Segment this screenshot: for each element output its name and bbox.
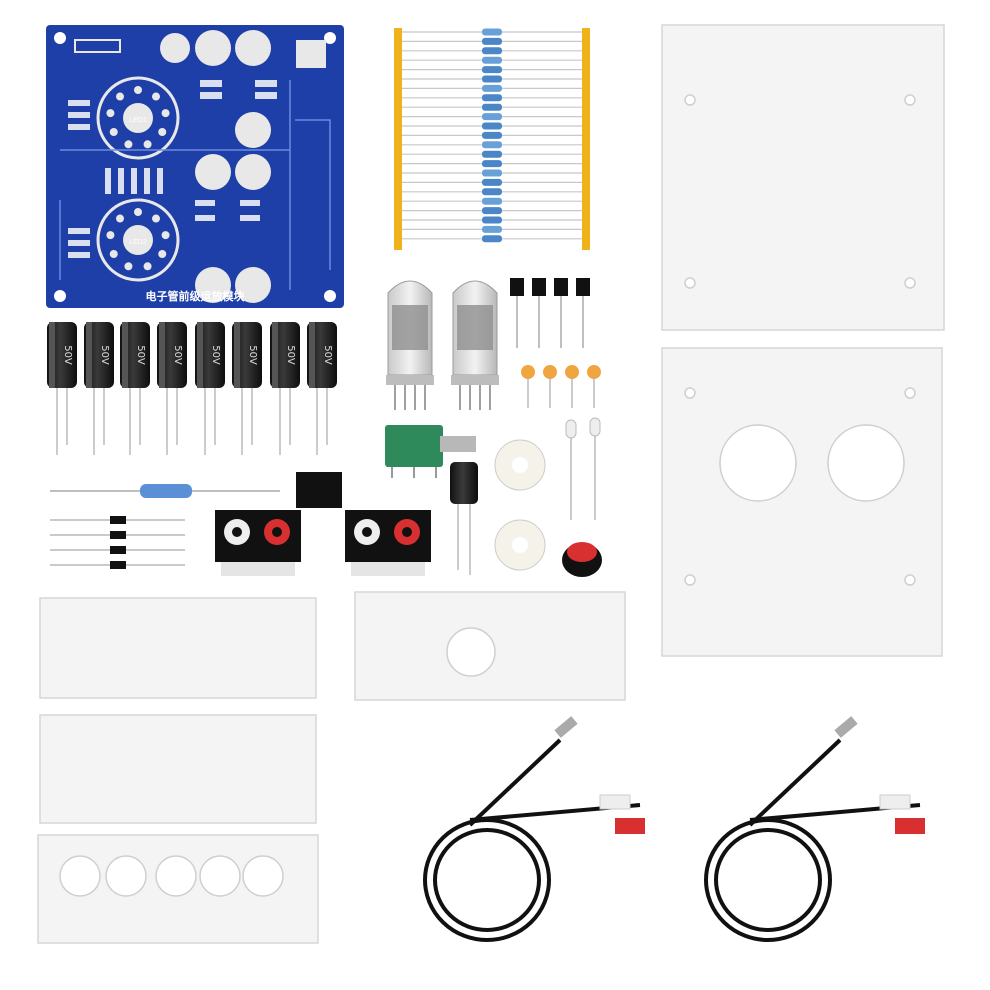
pcb-board: LED1 LED2 电子管前级运放模块 5870114_Y (46, 25, 344, 314)
electrolytic-capacitor: 50V (47, 322, 77, 455)
resistor (482, 188, 502, 196)
resistor (482, 225, 502, 233)
pin-pad (109, 128, 118, 136)
resistor (482, 197, 502, 205)
resistor (482, 113, 502, 121)
resistor (482, 235, 502, 243)
capacitor-marking: 50V (135, 345, 146, 365)
pin-pad (158, 128, 167, 136)
pin-pad (106, 231, 115, 240)
capacitor-marking: 50V (322, 345, 333, 365)
pcb-traces (59, 80, 331, 290)
electrolytic-capacitor: 50V (120, 322, 150, 455)
pcb-code: 5870114_Y110-201211 (121, 308, 178, 314)
capacitor-marking: 50V (210, 345, 221, 365)
pin-pad (124, 262, 133, 271)
resistor (482, 207, 502, 215)
pin-pad (161, 231, 170, 240)
capacitor-marking: 50V (62, 345, 73, 365)
resistor (482, 141, 502, 149)
acrylic-side-plate-3 (39, 714, 317, 824)
pin-pad (116, 92, 125, 101)
leds-orange (521, 365, 601, 408)
mount-hole (54, 32, 66, 44)
resistor (482, 103, 502, 111)
pin-pad (143, 140, 152, 149)
panel-cutouts (59, 94, 916, 897)
resistor-tape-strip (394, 28, 590, 250)
pin-pad (109, 250, 118, 258)
pin-pad (106, 109, 115, 118)
acrylic-top-plate (661, 24, 945, 331)
resistor (482, 37, 502, 45)
tube-sockets-loose (494, 439, 546, 571)
potentiometer-icon (385, 425, 476, 478)
mount-hole (324, 32, 336, 44)
capacitor-marking: 50V (285, 345, 296, 365)
resistor (482, 84, 502, 92)
resistor (482, 56, 502, 64)
resistor-footprint-top (74, 39, 121, 53)
resistor (482, 131, 502, 139)
audio-cable-icon (423, 738, 921, 942)
vacuum-tube-icon (386, 280, 499, 410)
pin-pad (134, 208, 142, 216)
dc-jack (296, 472, 342, 508)
resistor (482, 160, 502, 168)
resistor-footprints (68, 80, 277, 258)
capacitor-footprints (160, 30, 271, 303)
acrylic-top-plate-holes (661, 347, 943, 657)
resistor (482, 216, 502, 224)
dc-jack-footprint (296, 40, 326, 68)
knob (562, 542, 602, 577)
mount-hole (324, 290, 336, 302)
tube-label-2: LED2 (129, 239, 147, 246)
resistor (482, 75, 502, 83)
leds-clear (565, 417, 601, 520)
pin-pad (134, 86, 142, 94)
capacitor-marking: 50V (247, 345, 258, 365)
pin-pad (151, 214, 160, 223)
electrolytic-capacitor: 50V (195, 322, 225, 455)
tube-socket-2: LED2 (96, 198, 180, 282)
pin-pad (151, 92, 160, 101)
tube-label-1: LED1 (129, 117, 147, 124)
small-capacitor (450, 462, 478, 575)
resistor (482, 66, 502, 74)
acrylic-side-plate-1 (39, 597, 317, 699)
capacitor-marking: 50V (172, 345, 183, 365)
pin-pad (116, 214, 125, 223)
diodes (50, 516, 185, 569)
mount-hole (54, 290, 66, 302)
electrolytic-capacitor: 50V (157, 322, 187, 455)
resistor (482, 94, 502, 102)
rca-jack-icon (215, 510, 431, 576)
pin-pad (143, 262, 152, 271)
resistor (482, 47, 502, 55)
resistor (482, 122, 502, 130)
electrolytic-capacitor: 50V (307, 322, 337, 455)
resistor (482, 178, 502, 186)
electrolytic-capacitor: 50V (270, 322, 300, 455)
pcb-title: 电子管前级运放模块 (146, 289, 246, 303)
resistor (482, 150, 502, 158)
transistors (510, 278, 590, 348)
pin-pad (158, 250, 167, 258)
pin-pad (124, 140, 133, 149)
electrolytic-capacitor: 50V (232, 322, 262, 455)
capacitor-row: 50V 50V 50V 50V 50V 50V 50V 50V (47, 322, 337, 455)
capacitor-marking: 50V (99, 345, 110, 365)
tube-socket-1: LED1 (96, 76, 180, 160)
resistor-loose (50, 484, 280, 498)
resistor (482, 28, 502, 36)
cable-plugs (554, 716, 925, 834)
pin-pad (161, 109, 170, 118)
electrolytic-capacitor: 50V (84, 322, 114, 455)
resistor (482, 169, 502, 177)
